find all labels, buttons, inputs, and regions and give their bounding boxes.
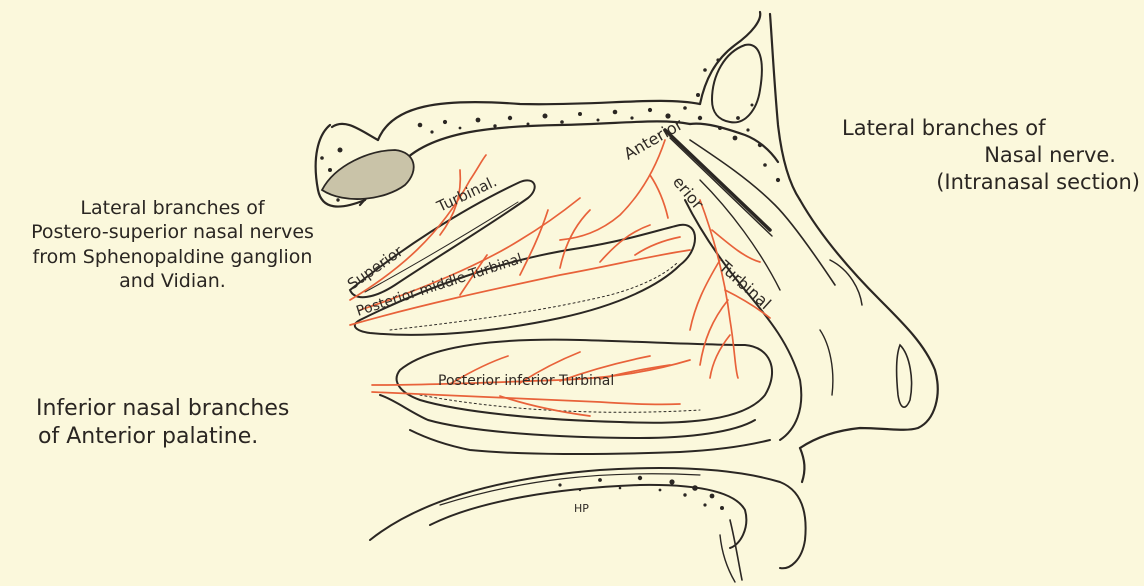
label-line: Postero-superior nasal nerves — [0, 220, 345, 244]
label-line: of Anterior palatine. — [36, 423, 376, 451]
label-line: Lateral branches of — [830, 115, 1140, 142]
artist-signature: HP — [574, 502, 589, 515]
label-posterosuperior-nerves: Lateral branches of Postero-superior nas… — [0, 196, 345, 293]
turbinals — [350, 180, 801, 454]
label-nasal-nerve: Lateral branches of Nasal nerve. (Intran… — [830, 115, 1140, 196]
label-line: Inferior nasal branches — [36, 395, 376, 423]
label-inferior-turbinal: Posterior inferior Turbinal — [438, 373, 614, 389]
label-line: and Vidian. — [0, 269, 345, 293]
label-line: Lateral branches of — [0, 196, 345, 220]
sphenoid-sinus — [322, 150, 414, 199]
label-line: from Sphenopaldine ganglion — [0, 245, 345, 269]
palate — [370, 468, 806, 582]
label-line: Nasal nerve. — [830, 142, 1140, 169]
label-line: (Intranasal section) — [830, 169, 1140, 196]
label-inferior-nasal-branches: Inferior nasal branches of Anterior pala… — [22, 395, 376, 451]
